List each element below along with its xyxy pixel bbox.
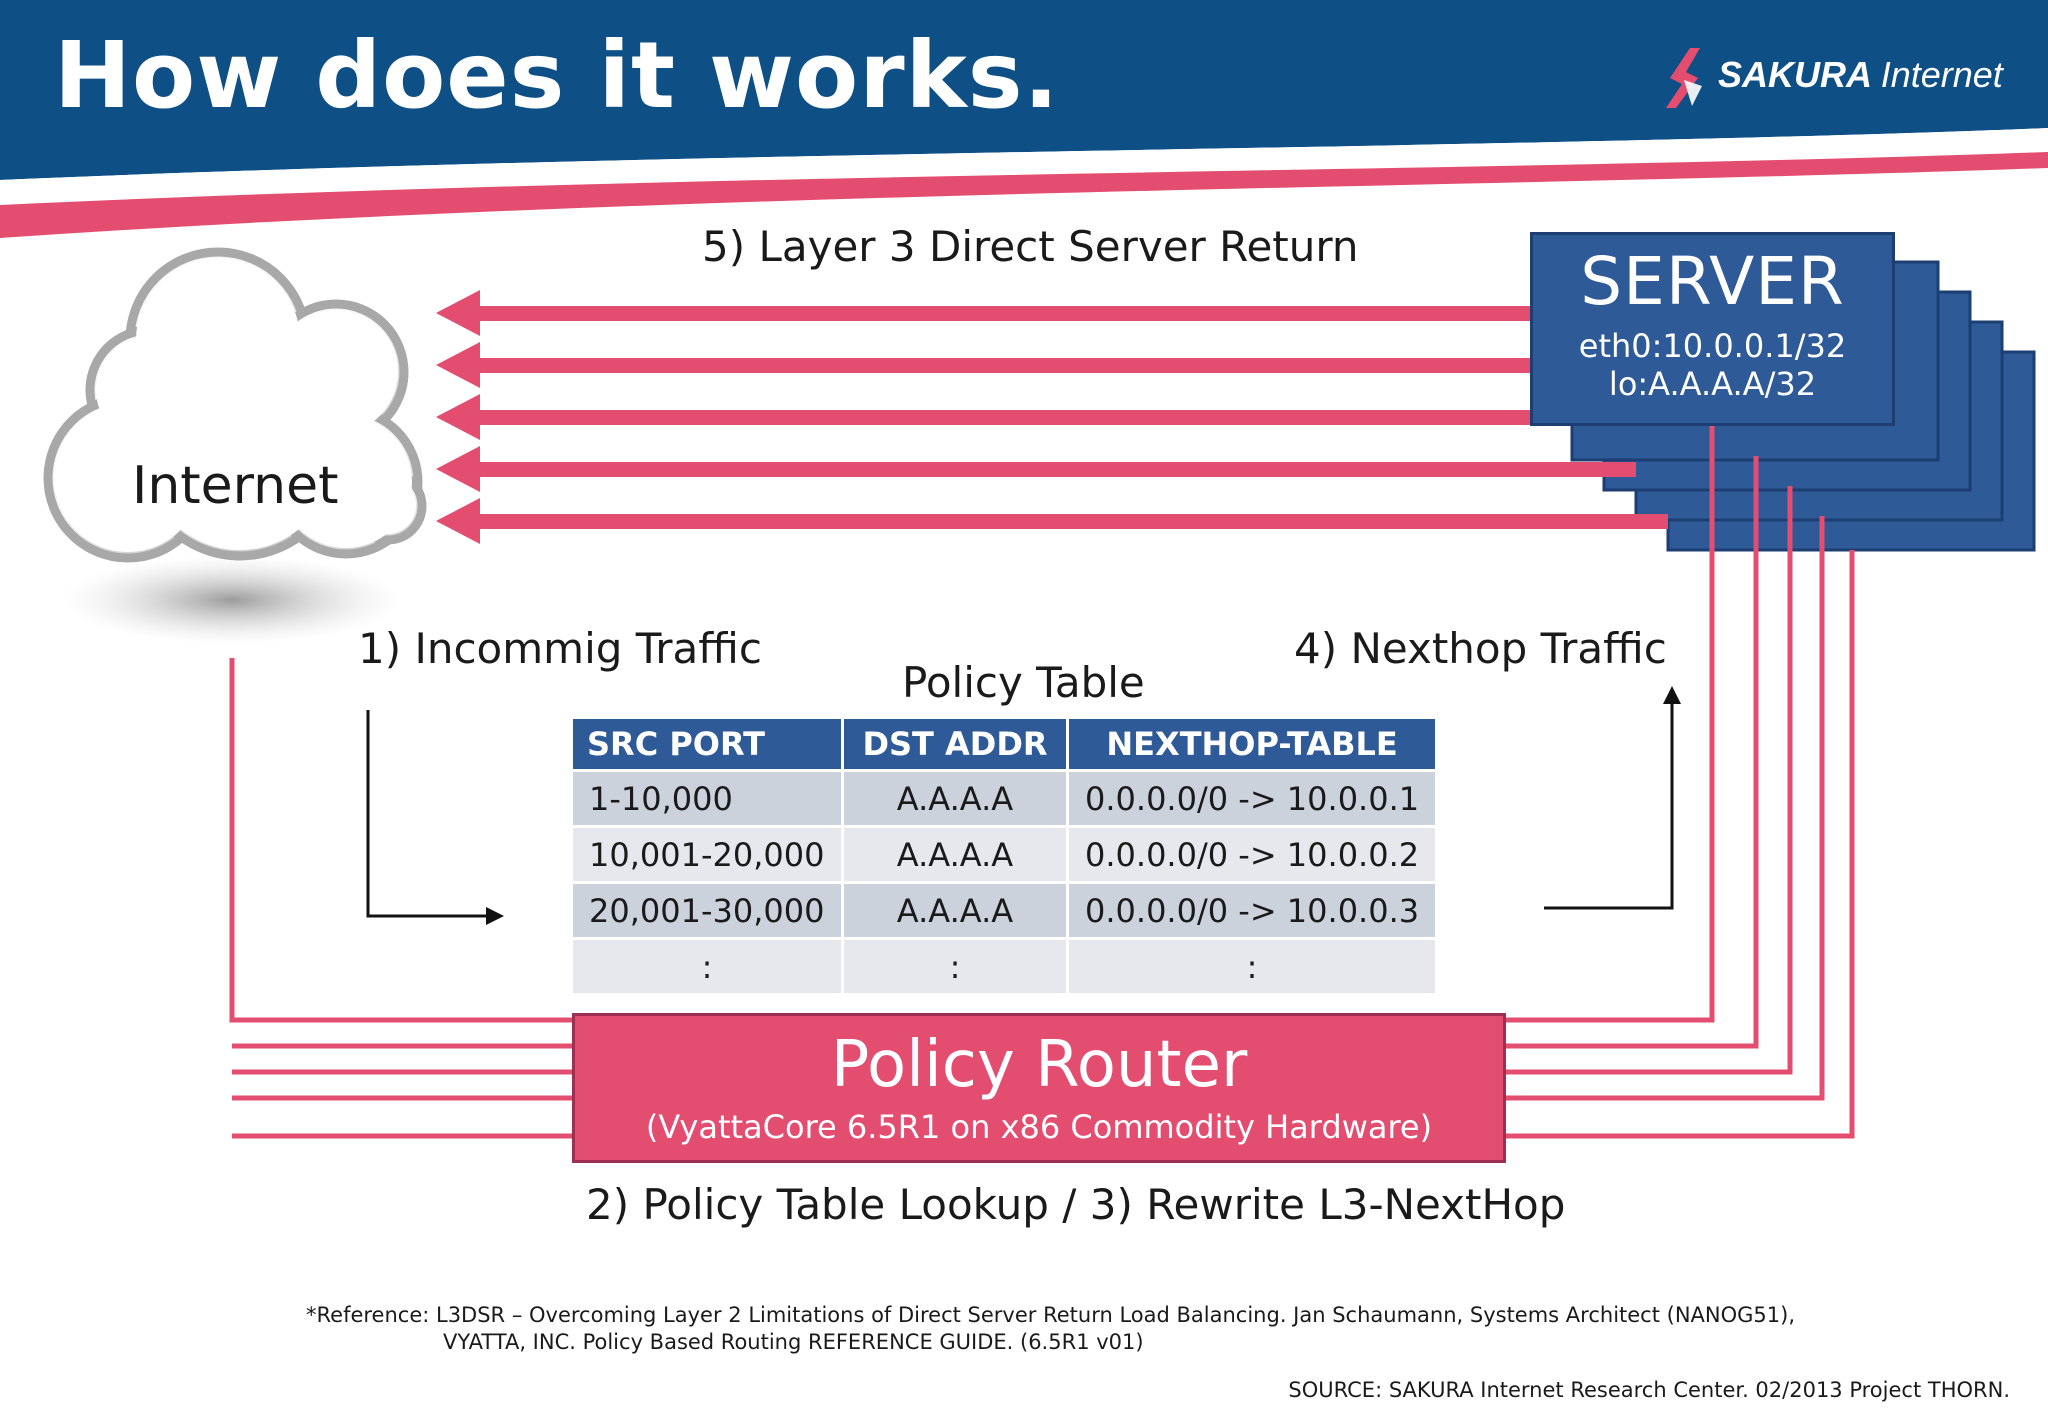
reference-line-1: *Reference: L3DSR – Overcoming Layer 2 L… [306,1303,1796,1327]
internet-cloud-fill [54,258,416,552]
table-row: 20,001-30,000 A.A.A.A 0.0.0.0/0 -> 10.0.… [573,884,1436,937]
table-row: 1-10,000 A.A.A.A 0.0.0.0/0 -> 10.0.0.1 [573,772,1436,825]
flow-arrow-nexthop [1544,698,1674,910]
router-subtitle: (VyattaCore 6.5R1 on x86 Commodity Hardw… [645,1108,1433,1147]
sakura-logo: SAKURA Internet [1662,44,2003,114]
source-credit: SOURCE: SAKURA Internet Research Center.… [1288,1378,2010,1402]
step23-label: 2) Policy Table Lookup / 3) Rewrite L3-N… [586,1180,1566,1229]
policy-router-box: Policy Router (VyattaCore 6.5R1 on x86 C… [572,1013,1506,1163]
table-cell: 1-10,000 [573,772,841,825]
table-cell: A.A.A.A [844,884,1066,937]
step1-label: 1) Incommig Traffic [358,624,762,673]
table-cell: 10,001-20,000 [573,828,841,881]
column-header: DST ADDR [844,719,1066,769]
step5-label: 5) Layer 3 Direct Server Return [702,222,1359,271]
table-cell: 0.0.0.0/0 -> 10.0.0.2 [1069,828,1436,881]
policy-table-header: SRC PORT DST ADDR NEXTHOP-TABLE [573,719,1436,769]
nexthop-lines [1506,426,1855,1139]
flow-arrow-incoming [366,710,492,918]
policy-table: SRC PORT DST ADDR NEXTHOP-TABLE 1-10,000… [570,716,1438,996]
server-eth0: eth0:10.0.0.1/32 [1578,327,1847,365]
table-row: : : : [573,940,1436,993]
table-cell: A.A.A.A [844,772,1066,825]
logo-wordmark: SAKURA Internet [1718,54,2003,96]
sakura-logo-icon [1666,48,1702,108]
cloud-shadow [62,556,402,644]
header-stripe-white [0,128,2048,198]
table-row: 10,001-20,000 A.A.A.A 0.0.0.0/0 -> 10.0.… [573,828,1436,881]
page-title: How does it works. [54,22,1060,129]
dsr-arrows [436,290,1668,544]
column-header: NEXTHOP-TABLE [1069,719,1436,769]
policy-table-title: Policy Table [902,658,1145,707]
internet-label: Internet [132,456,339,516]
flow-arrow-nexthop-head [1663,686,1681,704]
server-box: SERVER eth0:10.0.0.1/32 lo:A.A.A.A/32 [1530,232,1895,426]
server-title: SERVER [1580,243,1845,320]
table-cell: : [1069,940,1436,993]
table-cell: A.A.A.A [844,828,1066,881]
table-cell: 0.0.0.0/0 -> 10.0.0.3 [1069,884,1436,937]
reference-line-2: VYATTA, INC. Policy Based Routing REFERE… [443,1330,1144,1354]
column-header: SRC PORT [573,719,841,769]
step4-label: 4) Nexthop Traffic [1294,624,1667,673]
incoming-lines [229,658,572,1139]
table-cell: : [573,940,841,993]
table-cell: : [844,940,1066,993]
header-stripe-pink [0,152,2048,238]
logo-suffix: Internet [1880,54,2003,95]
table-cell: 20,001-30,000 [573,884,841,937]
table-cell: 0.0.0.0/0 -> 10.0.0.1 [1069,772,1436,825]
flow-arrow-incoming-head [486,907,504,925]
router-title: Policy Router [830,1028,1248,1102]
server-lo: lo:A.A.A.A/32 [1608,365,1817,403]
header-band [0,0,2048,180]
logo-brand: SAKURA [1718,54,1871,95]
